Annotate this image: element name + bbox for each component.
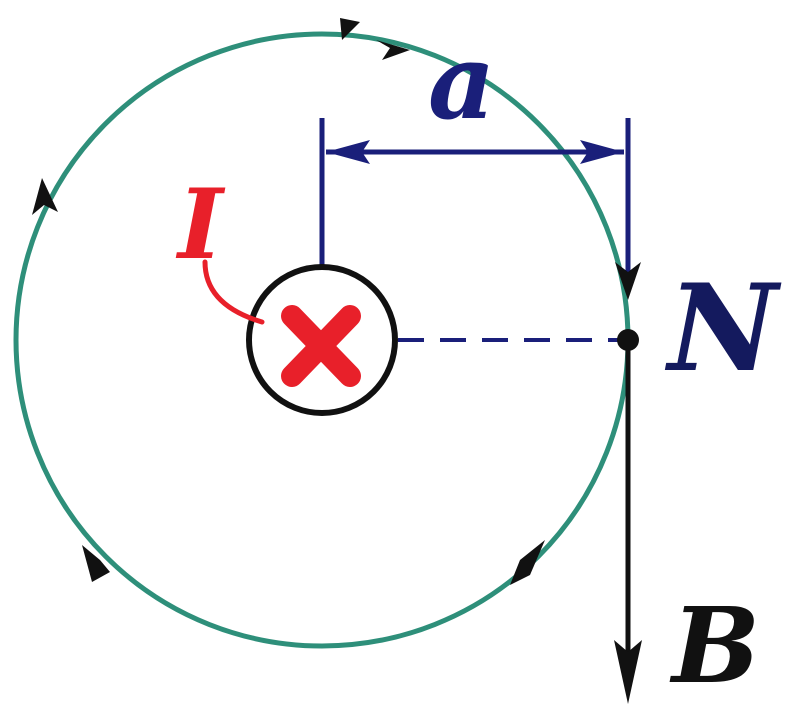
arrowhead-icon <box>615 262 641 300</box>
arrowhead-icon <box>340 18 360 40</box>
arrowhead-icon <box>32 178 58 215</box>
field-line-arrows <box>32 18 545 585</box>
point-n-dot <box>617 329 639 351</box>
arrowhead-icon <box>510 540 545 585</box>
arrowhead-icon <box>82 545 110 582</box>
cross-icon <box>281 305 361 387</box>
arrowhead-icon <box>376 40 410 60</box>
current-leader-line <box>202 259 265 325</box>
point-n-label: N <box>664 258 782 399</box>
dimension-a <box>319 118 631 308</box>
dimension-arrow-left <box>326 140 370 164</box>
b-vector-arrowhead <box>614 640 642 704</box>
field-label: B <box>669 584 760 707</box>
current-label: I <box>175 168 226 281</box>
distance-label: a <box>428 20 495 143</box>
dimension-arrow-right <box>580 140 624 164</box>
